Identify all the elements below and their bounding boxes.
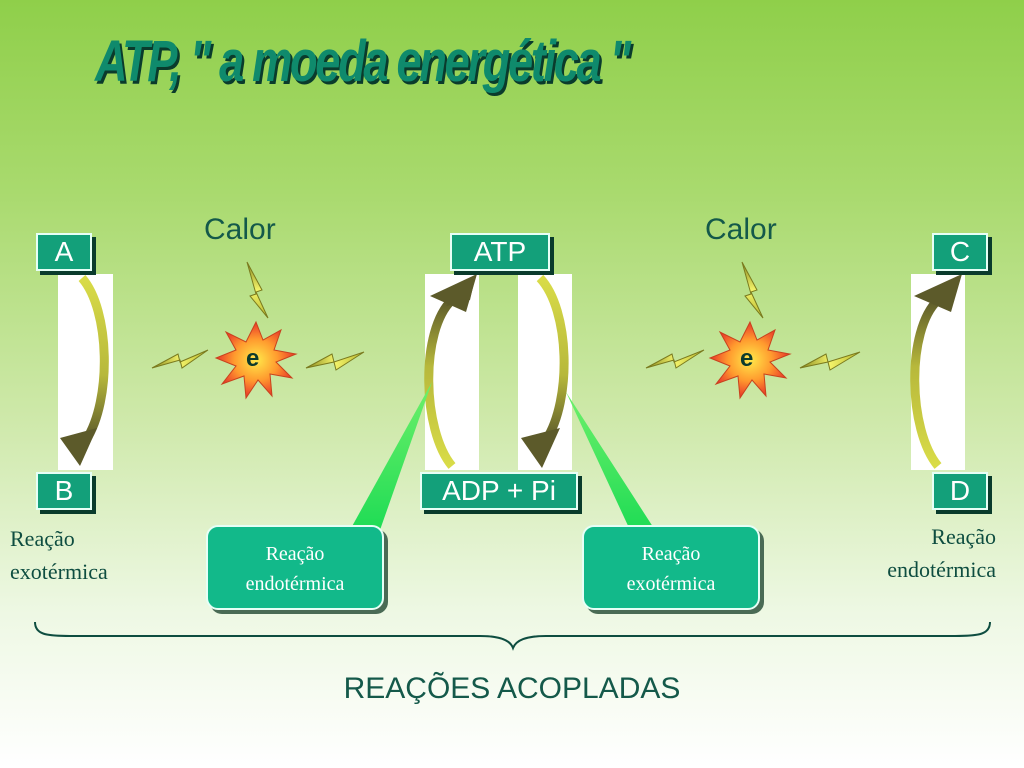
callout-line: endotérmica <box>245 573 345 595</box>
brace-icon <box>34 621 991 651</box>
lightning-bolt-icon <box>305 351 365 371</box>
box-b: B <box>36 472 92 510</box>
label-line: exotérmica <box>10 559 108 584</box>
curved-arrow-up-icon <box>910 274 962 469</box>
box-a: A <box>36 233 92 271</box>
label-line: Reação <box>10 526 75 551</box>
label-line: endotérmica <box>887 557 996 582</box>
callout-line: Reação <box>641 543 701 565</box>
curved-arrow-up-icon <box>424 274 477 469</box>
callout-pointer-left <box>350 382 432 530</box>
box-d: D <box>932 472 988 510</box>
callout-pointer-right <box>566 392 655 530</box>
box-c: C <box>932 233 988 271</box>
heat-label-left: Calor <box>204 213 276 246</box>
lightning-bolt-icon <box>741 261 764 319</box>
label-endothermic-right: Reação endotérmica <box>887 520 996 586</box>
energy-burst-icon <box>214 320 298 400</box>
label-exothermic-left: Reação exotérmica <box>10 522 108 588</box>
callout-exothermic: Reação exotérmica <box>582 525 760 610</box>
energy-symbol-left: e <box>246 345 260 372</box>
energy-symbol-right: e <box>740 345 754 372</box>
energy-burst-icon <box>708 320 792 400</box>
callout-line: Reação <box>265 543 325 565</box>
page-title: ATP, " a moeda energética " <box>95 29 631 94</box>
lightning-bolt-icon <box>799 351 861 371</box>
box-atp: ATP <box>450 233 550 271</box>
lightning-bolt-icon <box>645 349 705 369</box>
lightning-bolt-icon <box>246 261 269 319</box>
label-line: Reação <box>931 524 996 549</box>
callout-endothermic: Reação endotérmica <box>206 525 384 610</box>
curved-arrow-down-icon <box>60 275 109 466</box>
coupled-reactions-label: REAÇÕES ACOPLADAS <box>343 672 681 705</box>
box-adp-pi: ADP + Pi <box>420 472 578 510</box>
lightning-bolt-icon <box>151 349 209 369</box>
heat-label-right: Calor <box>705 213 777 246</box>
callout-line: exotérmica <box>626 573 716 595</box>
curved-arrow-down-icon <box>521 274 569 468</box>
